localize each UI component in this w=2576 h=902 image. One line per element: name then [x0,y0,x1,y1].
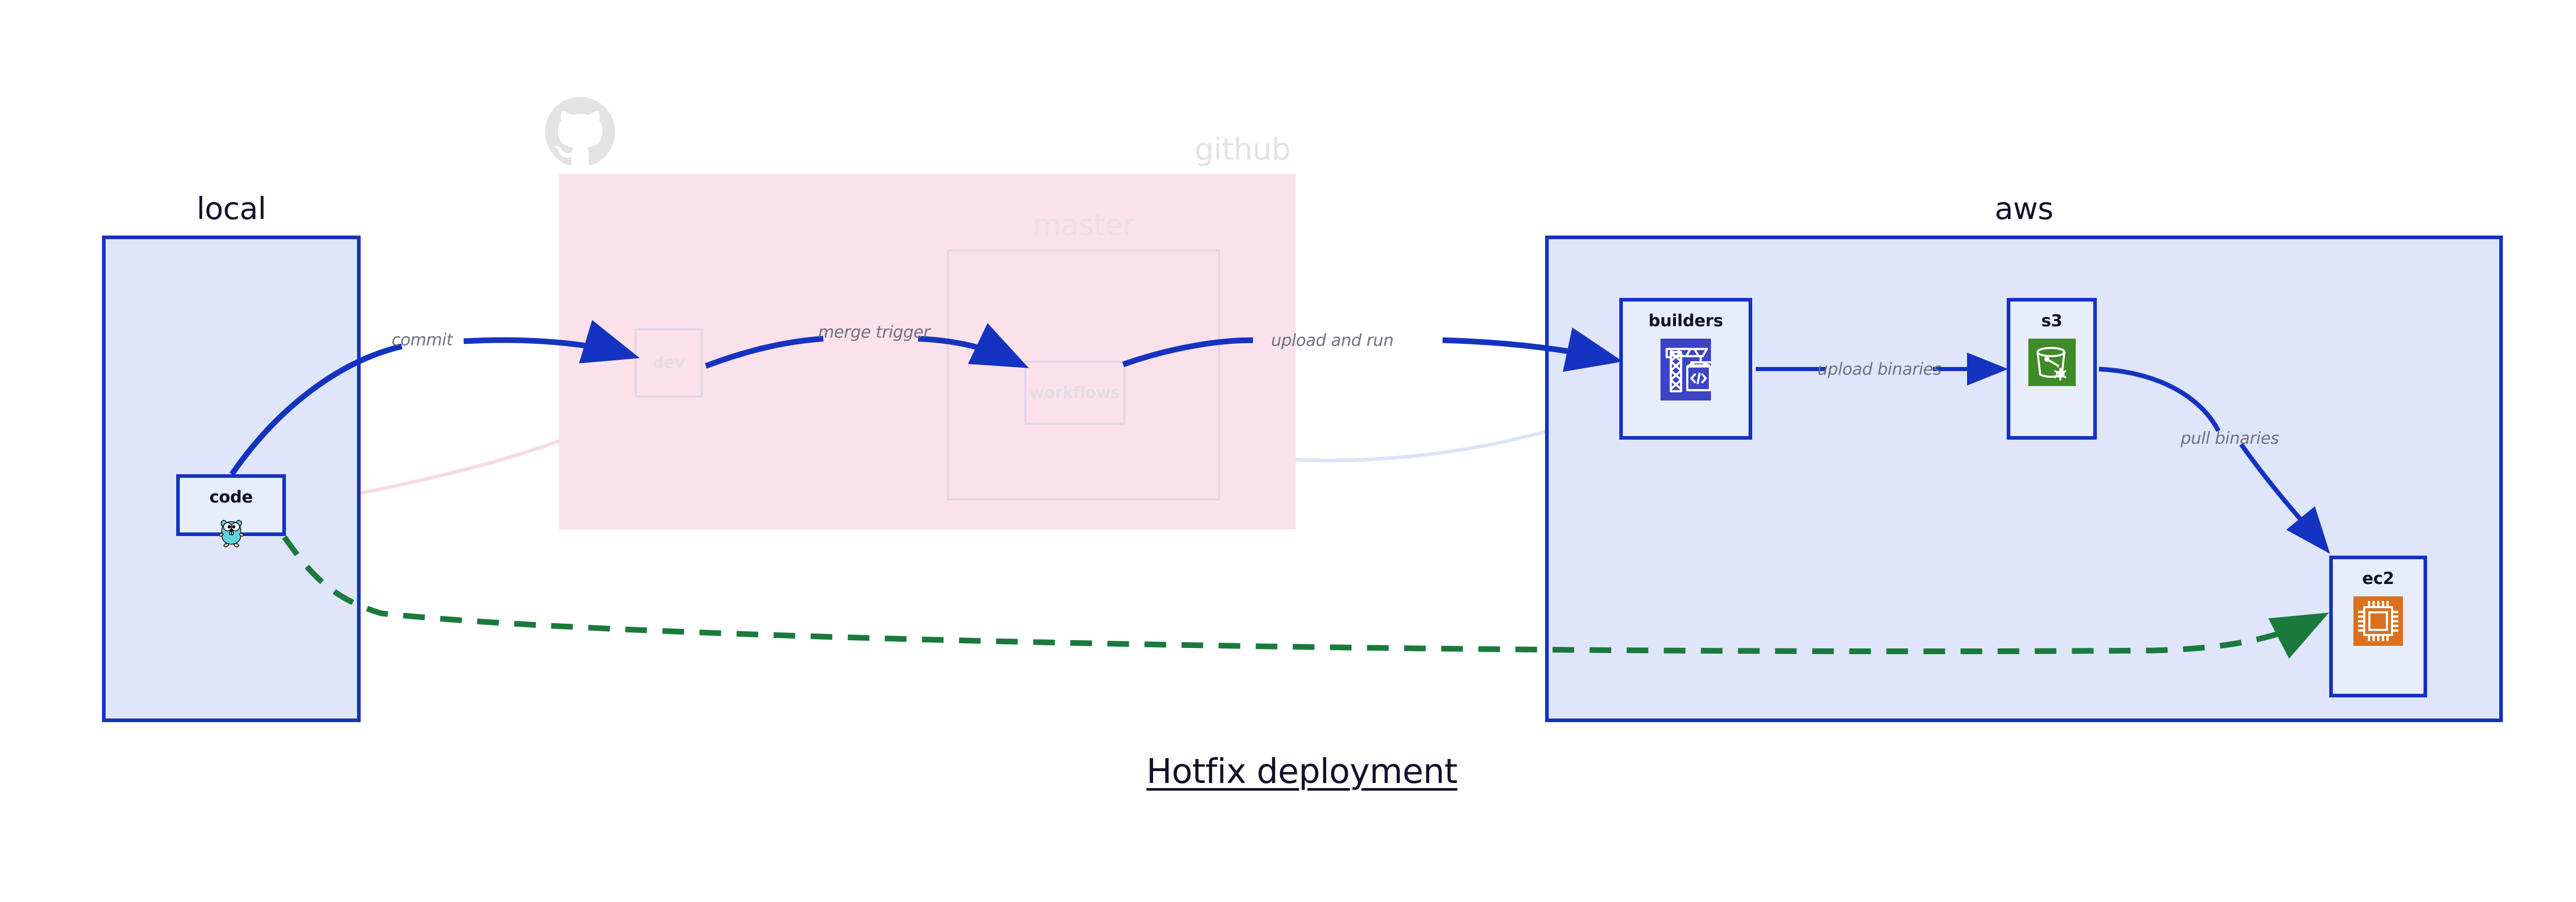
group-label-master: master [1032,208,1135,242]
group-label-local: local [196,191,266,226]
node-ec2[interactable]: ec2 [2329,556,2427,697]
node-s3[interactable]: s3 [2007,298,2097,440]
aws-ec2-chip-icon [2353,596,2403,646]
node-builders[interactable]: builders [1619,298,1752,440]
group-master [947,249,1220,500]
node-workflows-label: workflows [1029,383,1120,402]
edge-label-merge-trigger: merge trigger [818,322,930,342]
node-code-label: code [209,487,253,507]
go-gopher-icon [214,515,248,549]
edge-label-upload-and-run: upload and run [1271,330,1394,350]
node-code[interactable]: code [176,474,286,547]
edge-label-commit: commit [392,330,453,349]
node-builders-label: builders [1648,311,1723,330]
node-ec2-label: ec2 [2362,569,2395,588]
aws-codebuild-icon [1660,339,1711,400]
aws-s3-bucket-icon [2028,339,2076,386]
github-octocat-logo [545,97,615,167]
node-workflows[interactable]: workflows [1024,361,1125,425]
edge-label-pull-binaries: pull binaries [2180,428,2279,448]
node-s3-label: s3 [2041,311,2062,330]
group-label-github: github [1194,131,1291,167]
node-dev[interactable]: dev [635,328,703,397]
diagram-title: Hotfix deployment [1146,751,1458,791]
node-dev-label: dev [652,354,685,372]
edge-label-upload-binaries: upload binaries [1817,359,1942,379]
group-label-aws: aws [1994,191,2054,226]
